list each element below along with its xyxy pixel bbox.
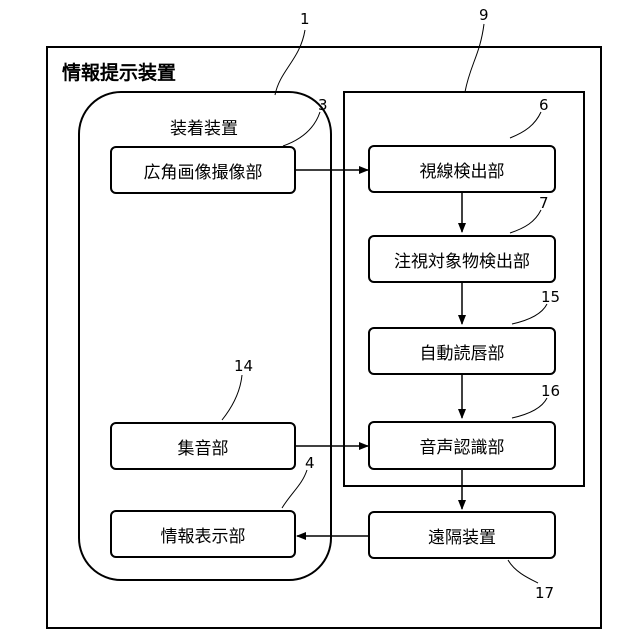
leader-15: [512, 304, 547, 324]
leader-3: [283, 112, 320, 146]
ref-14: 14: [234, 357, 253, 375]
ref-4: 4: [305, 454, 315, 472]
info-display-box: 情報表示部: [110, 510, 296, 558]
wearable-label: 装着装置: [170, 114, 238, 139]
diagram-title: 情報提示装置: [62, 58, 176, 85]
ref-6: 6: [539, 96, 549, 114]
ref-7: 7: [539, 194, 549, 212]
remote-device-box: 遠隔装置: [368, 511, 556, 559]
leader-6: [510, 112, 541, 138]
leader-1: [275, 30, 305, 95]
speech-recognition-box: 音声認識部: [368, 421, 556, 470]
wide-angle-camera-box: 広角画像撮像部: [110, 146, 296, 194]
leader-4: [282, 470, 307, 508]
leader-14: [222, 375, 242, 420]
ref-3: 3: [318, 96, 328, 114]
leader-9: [465, 24, 484, 92]
sound-collector-box: 集音部: [110, 422, 296, 470]
ref-15: 15: [541, 288, 560, 306]
ref-17: 17: [535, 584, 554, 602]
ref-16: 16: [541, 382, 560, 400]
ref-1: 1: [300, 10, 310, 28]
leader-16: [512, 398, 547, 418]
gaze-target-detector-box: 注視対象物検出部: [368, 235, 556, 283]
leader-7: [510, 210, 541, 233]
ref-9: 9: [479, 6, 489, 24]
gaze-detector-box: 視線検出部: [368, 145, 556, 193]
leader-17: [508, 560, 538, 583]
auto-lipreading-box: 自動読唇部: [368, 327, 556, 375]
